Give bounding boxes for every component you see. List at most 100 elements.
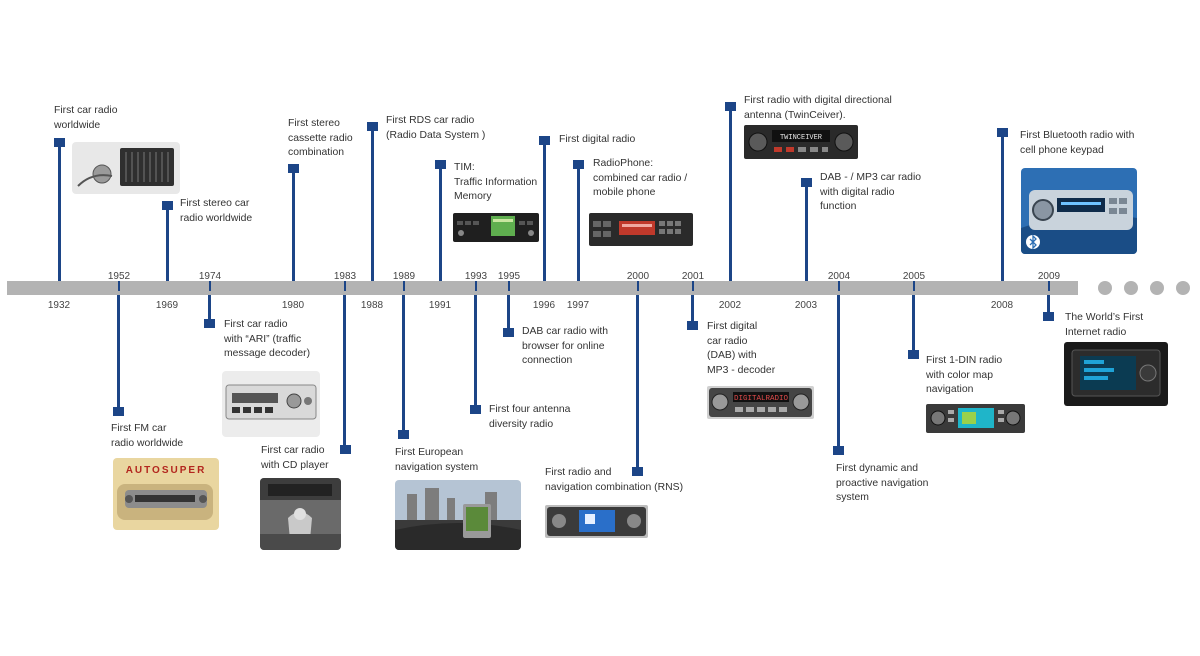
image-ari-radio: [222, 371, 320, 437]
image-autosuper-radio: AUTOSUPER: [113, 458, 219, 530]
marker-1997: [573, 160, 584, 169]
year-label-1989: 1989: [392, 271, 416, 282]
marker-1993: [470, 405, 481, 414]
year-label-2004: 2004: [827, 271, 851, 282]
tick-2000: [637, 281, 639, 291]
event-label-1932: First car radio worldwide: [54, 105, 118, 131]
year-label-1993: 1993: [464, 271, 488, 282]
stem-1932: [58, 142, 61, 281]
event-label-1995: DAB car radio with browser for online co…: [522, 326, 609, 366]
autosuper-logo-text: AUTOSUPER: [126, 465, 207, 476]
year-label-1991: 1991: [428, 300, 452, 311]
tick-2001: [692, 281, 694, 291]
event-label-1952: First FM car radio worldwide: [111, 423, 184, 449]
marker-2000: [632, 467, 643, 476]
year-label-1996: 1996: [532, 300, 556, 311]
timeline-bar: [7, 281, 1078, 295]
stem-2004: [837, 295, 840, 450]
marker-1932: [54, 138, 65, 147]
image-radiophone: [589, 213, 693, 246]
continuation-dot: [1150, 281, 1164, 295]
image-bluetooth-radio: [1021, 168, 1137, 254]
tick-1989: [403, 281, 405, 291]
image-cd-player-interior: [260, 478, 341, 550]
marker-1980: [288, 164, 299, 173]
image-color-map-radio: [926, 404, 1025, 433]
stem-2008: [1001, 133, 1004, 281]
year-label-2003: 2003: [794, 300, 818, 311]
stem-2003: [805, 184, 808, 281]
event-label-1993: First four antenna diversity radio: [489, 404, 571, 430]
digitalradio-display-text: DIGITALRADIO: [734, 395, 789, 403]
year-label-2005: 2005: [902, 271, 926, 282]
marker-1989: [398, 430, 409, 439]
event-label-2003: DAB - / MP3 car radio with digital radio…: [820, 172, 922, 212]
tick-1995: [508, 281, 510, 291]
stem-1974: [208, 295, 211, 325]
marker-2008: [997, 128, 1008, 137]
marker-1974: [204, 319, 215, 328]
event-label-1989: First European navigation system: [395, 447, 479, 473]
continuation-dot: [1124, 281, 1138, 295]
event-label-1991: TIM: Traffic Information Memory: [454, 162, 538, 202]
tick-1983: [344, 281, 346, 291]
event-label-1969: First stereo car radio worldwide: [180, 198, 253, 224]
year-label-2000: 2000: [626, 271, 650, 282]
event-label-2009: The World’s First Internet radio: [1065, 312, 1144, 338]
stem-1980: [292, 168, 295, 281]
image-tim-radio: [453, 213, 539, 242]
event-label-1997: RadioPhone: combined car radio / mobile …: [593, 158, 688, 198]
stem-1952: [117, 295, 120, 411]
stem-1988: [371, 129, 374, 281]
event-label-2001: First digital car radio (DAB) with MP3 -…: [707, 321, 776, 376]
stem-1997: [577, 166, 580, 281]
event-label-1988: First RDS car radio (Radio Data System ): [386, 115, 486, 141]
event-label-1996: First digital radio: [559, 134, 636, 145]
year-label-1997: 1997: [566, 300, 590, 311]
event-label-2008: First Bluetooth radio with cell phone ke…: [1020, 130, 1135, 156]
image-dab-mp3-radio: DIGITALRADIO: [707, 386, 814, 419]
year-label-2002: 2002: [718, 300, 742, 311]
event-label-2004: First dynamic and proactive navigation s…: [836, 463, 929, 503]
marker-1952: [113, 407, 124, 416]
marker-1983: [340, 445, 351, 454]
continuation-dot: [1176, 281, 1190, 295]
marker-2003: [801, 178, 812, 187]
stem-1991: [439, 166, 442, 281]
event-label-1983: First car radio with CD player: [261, 445, 329, 471]
year-label-1932: 1932: [47, 300, 71, 311]
tick-1952: [118, 281, 120, 291]
event-label-1974: First car radio with “ARI” (traffic mess…: [224, 319, 311, 359]
year-label-2008: 2008: [990, 300, 1014, 311]
image-first-car-radio: [72, 142, 180, 194]
tick-1993: [475, 281, 477, 291]
year-label-2009: 2009: [1037, 271, 1061, 282]
image-rns-radio: [545, 505, 648, 538]
year-label-2001: 2001: [681, 271, 705, 282]
event-label-2002: First radio with digital directional ant…: [744, 95, 892, 121]
year-label-1983: 1983: [333, 271, 357, 282]
year-label-1988: 1988: [360, 300, 384, 311]
tick-1974: [209, 281, 211, 291]
marker-2001: [687, 321, 698, 330]
marker-1995: [503, 328, 514, 337]
marker-1991: [435, 160, 446, 169]
marker-2002: [725, 102, 736, 111]
stem-2000: [636, 295, 639, 473]
stem-2009: [1047, 295, 1050, 315]
image-twinceiver-radio: TWINCEIVER: [744, 125, 858, 159]
continuation-dot: [1098, 281, 1112, 295]
image-internet-radio: [1064, 342, 1168, 406]
tick-2004: [838, 281, 840, 291]
twinceiver-display-text: TWINCEIVER: [780, 134, 823, 142]
marker-1988: [367, 122, 378, 131]
event-label-1980: First stereo cassette radio combination: [288, 118, 353, 158]
marker-2005: [908, 350, 919, 359]
year-label-1969: 1969: [155, 300, 179, 311]
year-label-1952: 1952: [107, 271, 131, 282]
stem-1995: [507, 295, 510, 333]
marker-1969: [162, 201, 173, 210]
tick-2005: [913, 281, 915, 291]
image-navigation-system: [395, 480, 521, 550]
stem-1996: [543, 142, 546, 281]
